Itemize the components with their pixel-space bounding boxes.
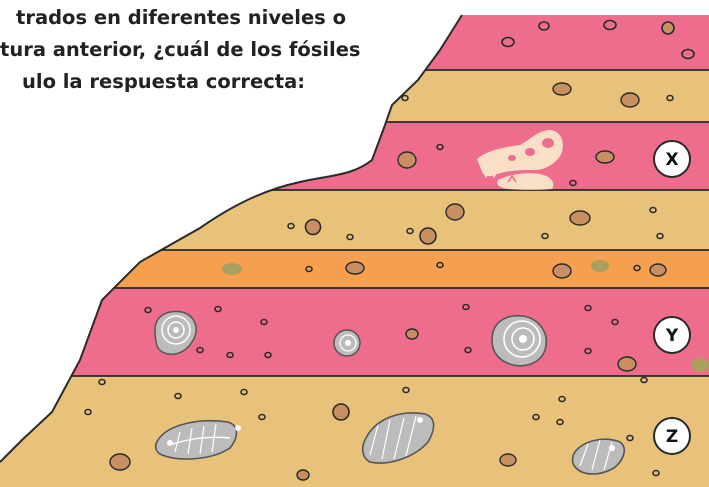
question-line: trados en diferentes niveles o [16, 6, 346, 29]
stratum-tan-upper [0, 70, 709, 122]
ammonite-fossil [491, 314, 547, 367]
layer-label-x: X [653, 140, 691, 178]
layer-label-x-text: X [665, 150, 678, 170]
layer-label-z-text: Z [666, 427, 678, 447]
layer-label-z: Z [653, 417, 691, 455]
stratum-tan-middle [0, 190, 709, 250]
trilobite-fossil [361, 412, 435, 464]
mineral-spots [222, 260, 709, 372]
trilobite-fossil [571, 438, 626, 475]
trilobite-fossil [154, 420, 241, 460]
layer-label-y: Y [653, 316, 691, 354]
question-line: tura anterior, ¿cuál de los fósiles [0, 38, 361, 61]
question-text: trados en diferentes niveles o tura ante… [0, 2, 420, 98]
question-line: ulo la respuesta correcta: [22, 70, 306, 93]
stratum-pink-top [0, 15, 709, 70]
layer-label-y-text: Y [665, 326, 679, 346]
dinosaur-skull-fossil [477, 130, 563, 190]
ammonite-fossil [154, 310, 197, 355]
sediment-blobs [109, 82, 667, 481]
ammonite-fossil [333, 329, 361, 357]
rock-outline [0, 14, 463, 463]
pebbles [84, 19, 695, 477]
